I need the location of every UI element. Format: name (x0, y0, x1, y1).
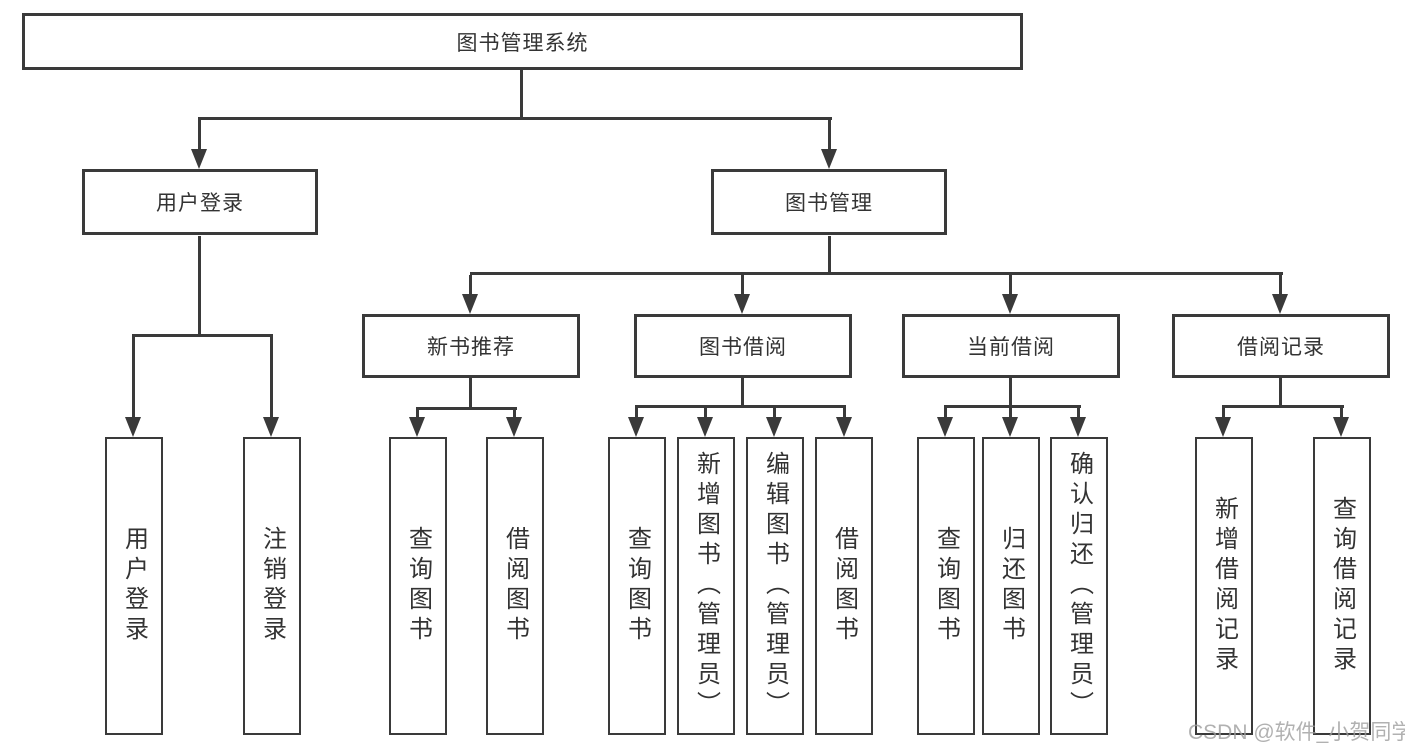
leaf-logout: 注销登录 (243, 437, 301, 735)
connector (1009, 378, 1012, 407)
node-root-library-system: 图书管理系统 (22, 13, 1023, 70)
connector (843, 408, 846, 419)
leaf-user-login: 用户登录 (105, 437, 163, 735)
connector (469, 275, 472, 295)
arrowhead (697, 417, 713, 437)
connector (828, 120, 831, 150)
connector (1222, 408, 1225, 419)
connector (132, 337, 135, 418)
arrowhead (821, 149, 837, 169)
arrowhead (462, 294, 478, 314)
leaf-query-borrow-record: 查询借阅记录 (1313, 437, 1371, 735)
connector (198, 120, 201, 150)
connector (944, 405, 1081, 408)
connector (198, 236, 201, 336)
arrowhead (506, 417, 522, 437)
leaf-return-book: 归还图书 (982, 437, 1040, 735)
connector (1222, 405, 1344, 408)
node-book-management: 图书管理 (711, 169, 947, 235)
arrowhead (937, 417, 953, 437)
connector (270, 337, 273, 418)
arrowhead (409, 417, 425, 437)
leaf-query-books-current: 查询图书 (917, 437, 975, 735)
leaf-query-books-recommend: 查询图书 (389, 437, 447, 735)
arrowhead (1002, 417, 1018, 437)
node-borrowing-records: 借阅记录 (1172, 314, 1390, 378)
arrowhead (1215, 417, 1231, 437)
leaf-query-books-borrowing: 查询图书 (608, 437, 666, 735)
connector (1009, 408, 1012, 419)
leaf-add-borrow-record: 新增借阅记录 (1195, 437, 1253, 735)
connector (520, 70, 523, 119)
connector (1077, 408, 1080, 419)
connector (944, 408, 947, 419)
connector (704, 408, 707, 419)
connector (1279, 378, 1282, 407)
connector (635, 408, 638, 419)
connector (741, 378, 744, 407)
node-current-borrowing: 当前借阅 (902, 314, 1120, 378)
leaf-borrow-books-borrowing: 借阅图书 (815, 437, 873, 735)
connector (1340, 408, 1343, 419)
connector (416, 407, 517, 410)
arrowhead (766, 417, 782, 437)
connector (132, 334, 273, 337)
connector (828, 236, 831, 274)
arrowhead (1333, 417, 1349, 437)
arrowhead (125, 417, 141, 437)
arrowhead (734, 294, 750, 314)
arrowhead (1070, 417, 1086, 437)
connector (513, 410, 516, 419)
leaf-borrow-books-recommend: 借阅图书 (486, 437, 544, 735)
connector (1279, 275, 1282, 295)
csdn-watermark: CSDN @软件_小贺同学 (1188, 721, 1405, 744)
node-book-borrowing: 图书借阅 (634, 314, 852, 378)
leaf-add-book-admin: 新增图书（管理员） (677, 437, 735, 735)
arrowhead (191, 149, 207, 169)
leaf-edit-book-admin: 编辑图书（管理员） (746, 437, 804, 735)
node-new-book-recommendation: 新书推荐 (362, 314, 580, 378)
connector (1009, 275, 1012, 295)
connector (470, 272, 1283, 275)
connector (198, 117, 832, 120)
arrowhead (263, 417, 279, 437)
arrowhead (1272, 294, 1288, 314)
connector (416, 410, 419, 419)
leaf-confirm-return-admin: 确认归还（管理员） (1050, 437, 1108, 735)
arrowhead (836, 417, 852, 437)
arrowhead (628, 417, 644, 437)
connector (635, 405, 846, 408)
connector (773, 408, 776, 419)
connector (469, 378, 472, 409)
connector (741, 275, 744, 295)
arrowhead (1002, 294, 1018, 314)
node-user-login: 用户登录 (82, 169, 318, 235)
